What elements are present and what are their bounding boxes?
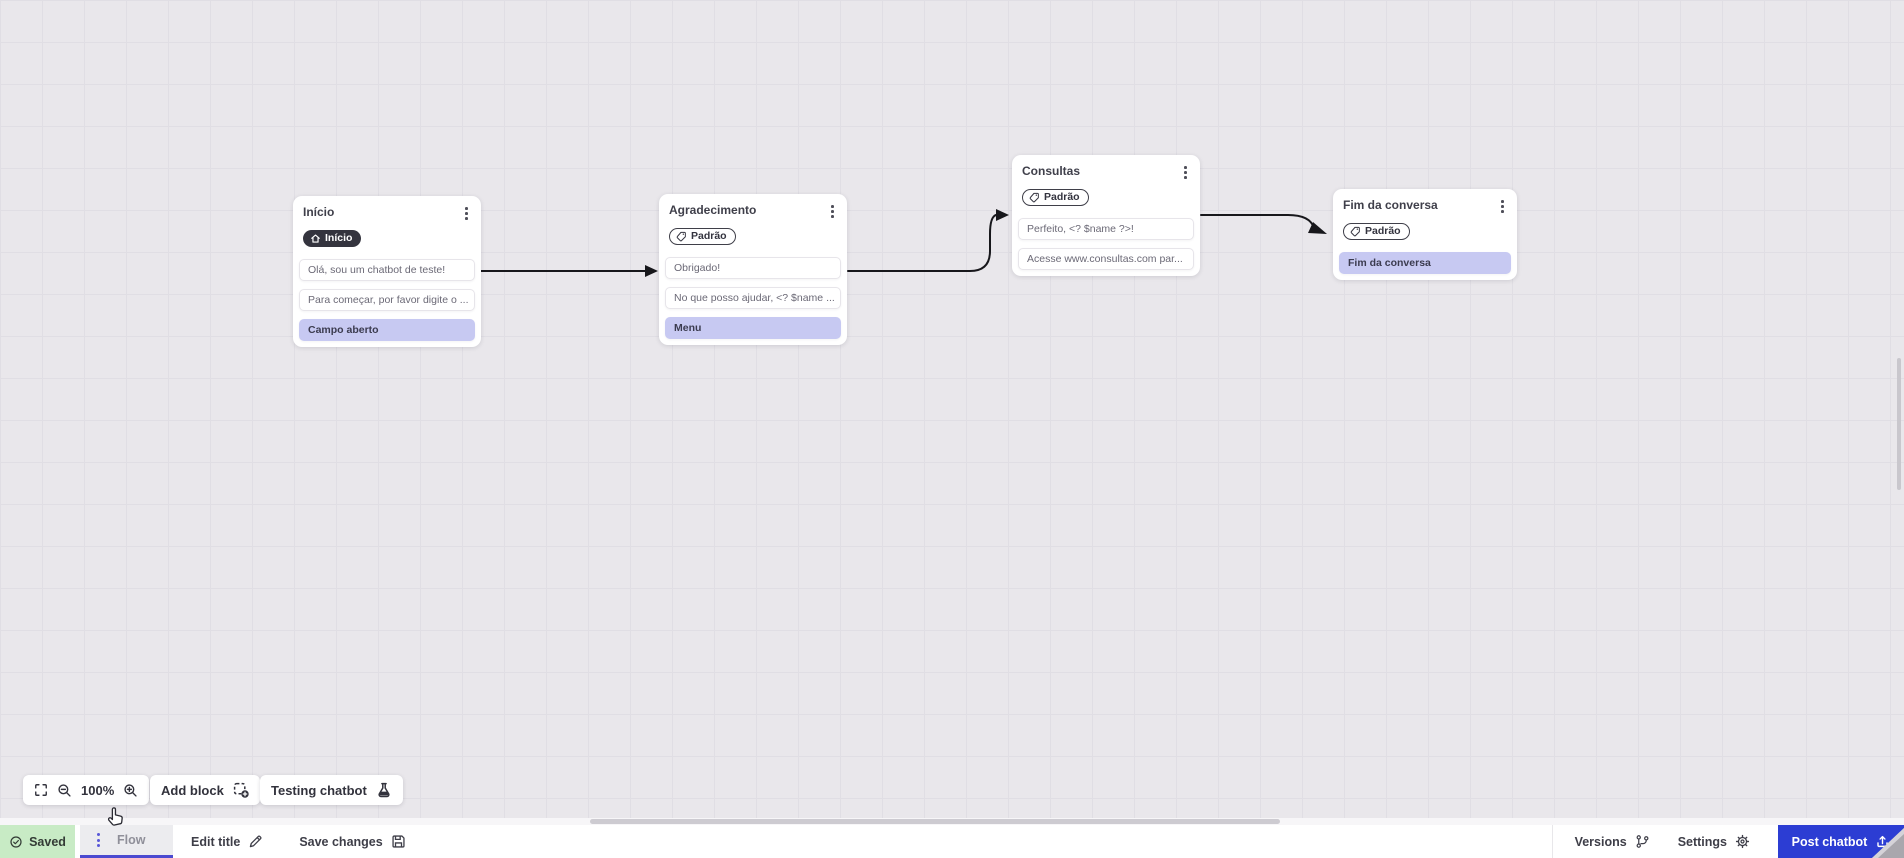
pencil-icon — [250, 835, 262, 848]
save-icon — [392, 835, 405, 848]
node-title: Fim da conversa — [1343, 198, 1438, 212]
mouse-cursor-pointer — [107, 807, 123, 826]
tab-flow[interactable]: Flow — [80, 807, 173, 858]
message-block[interactable]: Acesse www.consultas.com par... — [1018, 247, 1194, 270]
saved-status-badge: Saved — [0, 825, 75, 858]
tag-icon — [1029, 192, 1039, 203]
tag-icon — [676, 231, 686, 242]
message-block[interactable]: Perfeito, <? $name ?>! — [1018, 217, 1194, 240]
menu-block[interactable]: Menu — [665, 316, 841, 339]
node-menu-kebab-icon[interactable] — [460, 205, 473, 222]
testing-chatbot-button[interactable]: Testing chatbot — [260, 775, 403, 805]
connection-wires — [480, 209, 1327, 277]
page-corner-fold — [1872, 828, 1904, 858]
git-branch-icon — [1636, 835, 1649, 848]
node-type-badge: Padrão — [1022, 188, 1089, 206]
flow-node-consultas[interactable]: Consultas Padrão Perfeito, <? $name ?>! … — [1012, 155, 1200, 276]
vertical-scrollbar-thumb[interactable] — [1897, 358, 1901, 490]
message-block[interactable]: No que posso ajudar, <? $name ... — [665, 286, 841, 309]
message-block[interactable]: Olá, sou um chatbot de teste! — [299, 258, 475, 281]
horizontal-scrollbar-thumb[interactable] — [590, 819, 1280, 824]
node-type-badge: Início — [303, 229, 362, 247]
gear-icon — [1735, 834, 1750, 849]
add-block-icon — [233, 782, 249, 798]
node-title: Agradecimento — [669, 203, 757, 217]
zoom-controls[interactable]: 100% — [23, 775, 150, 805]
flask-icon — [378, 782, 390, 798]
edit-title-button[interactable]: Edit title — [191, 825, 263, 858]
node-type-badge: Padrão — [1343, 222, 1410, 240]
horizontal-scrollbar[interactable] — [0, 818, 1904, 825]
node-title: Início — [303, 205, 335, 219]
flow-node-fim[interactable]: Fim da conversa Padrão Fim da conversa — [1333, 189, 1517, 280]
status-bar: Saved Flow Edit title Save changes Versi… — [0, 807, 1904, 858]
flow-canvas[interactable]: Início Início Olá, sou um chatbot de tes… — [0, 0, 1904, 818]
zoom-out-icon[interactable] — [57, 783, 72, 798]
node-menu-kebab-icon[interactable] — [826, 203, 839, 220]
zoom-in-icon[interactable] — [123, 783, 138, 798]
tag-icon — [1350, 226, 1360, 237]
node-menu-kebab-icon[interactable] — [1179, 164, 1192, 181]
add-block-button[interactable]: Add block — [150, 775, 260, 805]
fullscreen-icon[interactable] — [34, 783, 48, 797]
save-changes-button[interactable]: Save changes — [299, 825, 405, 858]
settings-button[interactable]: Settings — [1678, 825, 1750, 858]
input-block[interactable]: Campo aberto — [299, 318, 475, 341]
node-menu-kebab-icon[interactable] — [1496, 198, 1509, 215]
versions-button[interactable]: Versions — [1575, 825, 1650, 858]
check-circle-icon — [10, 835, 22, 848]
node-type-badge: Padrão — [669, 227, 736, 245]
flow-node-inicio[interactable]: Início Início Olá, sou um chatbot de tes… — [293, 196, 481, 347]
message-block[interactable]: Para começar, por favor digite o ... — [299, 288, 475, 311]
end-block[interactable]: Fim da conversa — [1339, 251, 1511, 274]
flow-node-agradecimento[interactable]: Agradecimento Padrão Obrigado! No que po… — [659, 194, 847, 345]
home-icon — [311, 234, 320, 243]
zoom-level: 100% — [81, 782, 115, 798]
flow-options-kebab-icon[interactable] — [92, 831, 105, 849]
node-title: Consultas — [1022, 164, 1081, 178]
message-block[interactable]: Obrigado! — [665, 256, 841, 279]
status-bar-right: Versions Settings Post chatbot — [1551, 825, 1904, 858]
